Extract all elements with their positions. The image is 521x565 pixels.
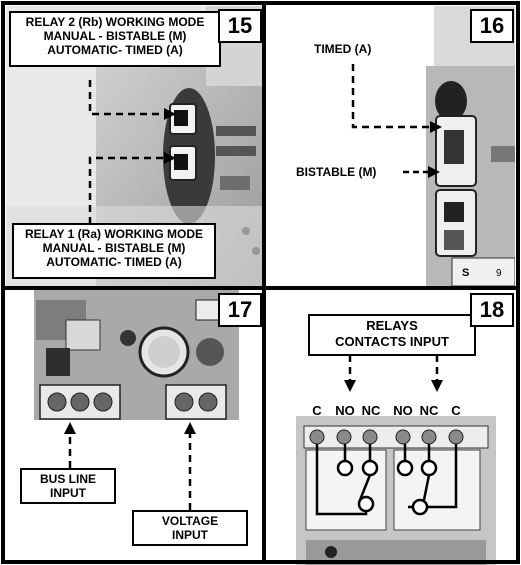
- panel-15: RELAY 2 (Rb) WORKING MODE MANUAL - BISTA…: [6, 6, 262, 286]
- timed-label: TIMED (A): [314, 42, 372, 56]
- svg-text:9: 9: [496, 268, 502, 279]
- panel-18-number: 18: [470, 293, 514, 327]
- relays-contacts-line-2: CONTACTS INPUT: [335, 334, 449, 349]
- relay1-mode-line-1: RELAY 1 (Ra) WORKING MODE: [24, 227, 204, 241]
- panel-17: BUS LINE INPUT VOLTAGE INPUT 17: [6, 290, 262, 565]
- bistable-label: BISTABLE (M): [296, 165, 377, 179]
- bus-line-input-box: BUS LINE INPUT: [20, 468, 116, 504]
- panel-16: S 9 TIMED (A) BISTABLE (M) 16: [266, 6, 515, 286]
- panel-16-number: 16: [470, 9, 514, 43]
- terminal-label-c-left: C: [312, 403, 322, 418]
- panel-17-number: 17: [218, 293, 262, 327]
- relays-contacts-line-1: RELAYS: [366, 318, 418, 333]
- voltage-input-box: VOLTAGE INPUT: [132, 510, 248, 546]
- relay1-mode-line-3: AUTOMATIC- TIMED (A): [46, 255, 182, 269]
- voltage-input-line-2: INPUT: [172, 528, 208, 542]
- panel-18: RELAYS CONTACTS INPUT C NO NC NO NC C 18: [266, 290, 515, 565]
- terminal-label-nc-right: NC: [419, 403, 439, 418]
- relay2-mode-line-2: MANUAL - BISTABLE (M): [43, 29, 187, 43]
- relay2-mode-line-1: RELAY 2 (Rb) WORKING MODE: [25, 15, 205, 29]
- terminal-label-nc-left: NC: [361, 403, 381, 418]
- voltage-input-line-1: VOLTAGE: [161, 514, 219, 528]
- terminal-label-no-right: NO: [393, 403, 413, 418]
- relay2-mode-line-3: AUTOMATIC- TIMED (A): [47, 43, 183, 57]
- bus-line-input-line-1: BUS LINE: [39, 472, 96, 486]
- terminal-label-no-left: NO: [335, 403, 355, 418]
- panel-16-photo: S 9: [266, 6, 515, 286]
- relay1-mode-line-2: MANUAL - BISTABLE (M): [42, 241, 186, 255]
- relays-contacts-input-box: RELAYS CONTACTS INPUT: [308, 314, 476, 356]
- bus-line-input-line-2: INPUT: [50, 486, 86, 500]
- svg-text:S: S: [462, 267, 469, 279]
- relay2-mode-box: RELAY 2 (Rb) WORKING MODE MANUAL - BISTA…: [9, 11, 221, 67]
- panel-15-number: 15: [218, 9, 262, 43]
- terminal-label-c-right: C: [451, 403, 461, 418]
- relay1-mode-box: RELAY 1 (Ra) WORKING MODE MANUAL - BISTA…: [12, 223, 216, 279]
